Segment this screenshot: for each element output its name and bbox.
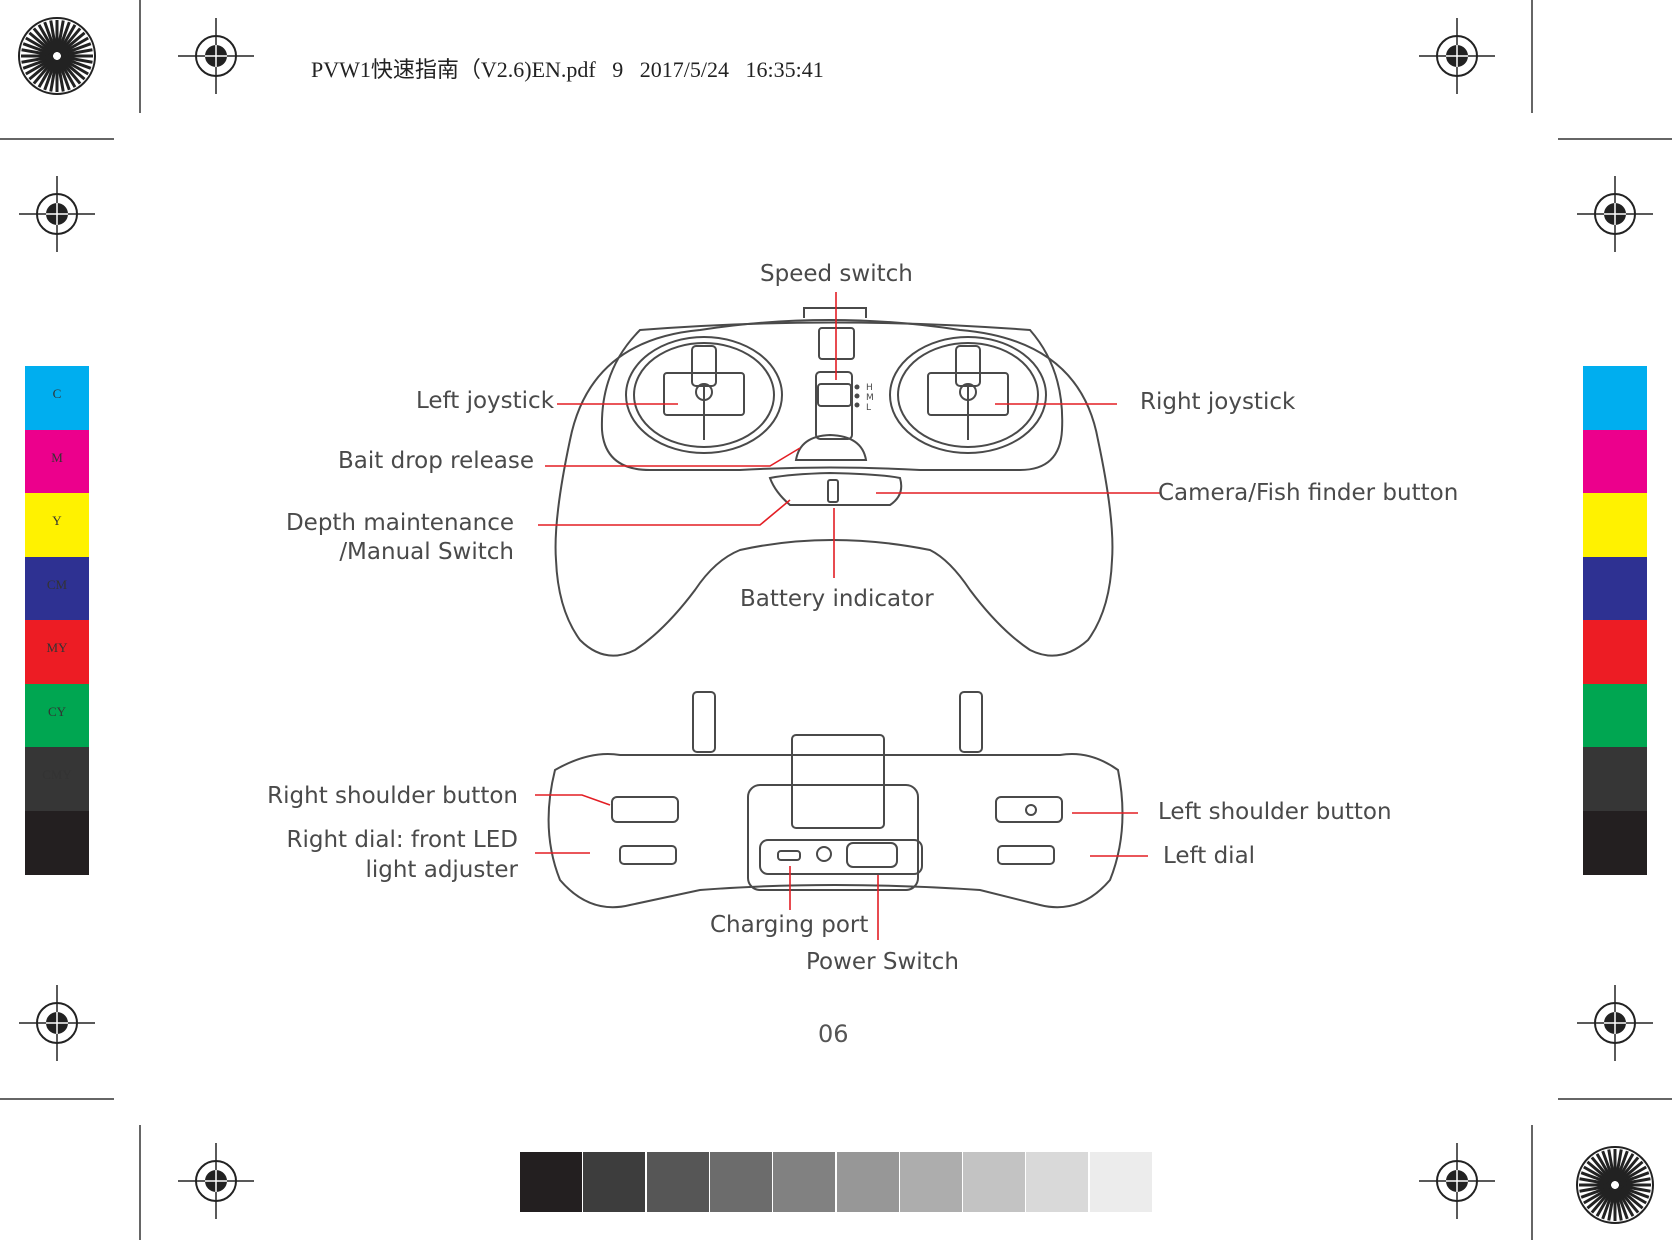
gray-ramp-cell (646, 1152, 709, 1212)
registration-mark (177, 17, 255, 95)
registration-mark (18, 984, 96, 1062)
gray-ramp-cell (963, 1152, 1026, 1212)
color-swatch (1583, 556, 1647, 621)
color-swatch-label: M (51, 449, 63, 465)
label-depth-line2: /Manual Switch (339, 539, 514, 565)
color-swatch (1583, 493, 1647, 557)
speed-mark-l: L (866, 403, 871, 413)
gray-ramp-cell (1089, 1152, 1152, 1212)
label-left-dial: Left dial (1163, 843, 1256, 869)
registration-mark (18, 175, 96, 253)
label-right-joystick: Right joystick (1140, 389, 1296, 415)
gray-ramp-cell (583, 1152, 646, 1212)
header-date: 2017/5/24 (639, 57, 729, 82)
file-header: PVW1快速指南（V2.6)EN.pdf 9 2017/5/24 16:35:4… (300, 26, 824, 84)
label-bait-drop-release: Bait drop release (338, 448, 534, 474)
label-right-dial-line2: light adjuster (365, 857, 518, 883)
label-camera-fish-finder: Camera/Fish finder button (1158, 480, 1459, 506)
header-filename: PVW1快速指南（V2.6)EN.pdf (311, 57, 596, 82)
label-power-switch: Power Switch (806, 949, 959, 975)
label-charging-port: Charging port (710, 912, 869, 938)
color-swatch-label: CM (46, 576, 68, 592)
label-left-shoulder-button: Left shoulder button (1158, 799, 1392, 825)
registration-mark (1418, 17, 1496, 95)
registration-mark (1576, 984, 1654, 1062)
color-swatch (1583, 747, 1647, 811)
color-swatch (1583, 810, 1647, 875)
header-time: 16:35:41 (745, 57, 824, 82)
color-swatch (1583, 683, 1647, 748)
header-page: 9 (612, 57, 624, 82)
gray-ramp-cell (709, 1152, 772, 1212)
color-swatch: CM (25, 556, 89, 621)
color-swatch: CMY (25, 747, 89, 811)
controller-top-view (547, 307, 1124, 909)
color-swatch (1583, 366, 1647, 430)
speed-mark-h: H (866, 383, 873, 393)
label-right-dial-line1: Right dial: front LED (286, 827, 519, 853)
label-depth-line1: Depth maintenance (285, 510, 514, 536)
color-swatch-label: C (52, 386, 62, 401)
color-swatch-label: MY (46, 640, 68, 655)
gray-ramp-cell (899, 1152, 962, 1212)
color-swatch: Y (25, 493, 89, 557)
star-target (18, 17, 96, 95)
speed-indicator-dots (854, 384, 860, 408)
color-swatch-label: CY (47, 703, 67, 719)
label-right-shoulder-button: Right shoulder button (267, 783, 518, 809)
speed-mark-m: M (866, 393, 874, 403)
color-swatch: C (25, 366, 89, 430)
registration-mark (177, 1142, 255, 1220)
gray-ramp-cell (773, 1152, 836, 1212)
star-target (1576, 1146, 1654, 1224)
label-speed-switch: Speed switch (760, 261, 913, 287)
color-swatch (25, 810, 89, 875)
color-swatch: MY (25, 620, 89, 684)
page-number: 06 (818, 1020, 849, 1048)
leader-lines (535, 292, 1160, 940)
registration-mark (1576, 175, 1654, 253)
color-swatch: M (25, 429, 89, 494)
label-left-joystick: Left joystick (416, 388, 555, 414)
gray-ramp-cell (1026, 1152, 1089, 1212)
registration-mark (1418, 1142, 1496, 1220)
color-swatch: CY (25, 683, 89, 748)
color-swatch (1583, 620, 1647, 684)
color-swatch-label: CMY (42, 767, 72, 782)
color-swatch (1583, 429, 1647, 494)
color-swatch-label: Y (52, 513, 62, 528)
label-battery-indicator: Battery indicator (740, 586, 934, 612)
gray-ramp-cell (520, 1152, 582, 1212)
gray-ramp-cell (836, 1152, 899, 1212)
